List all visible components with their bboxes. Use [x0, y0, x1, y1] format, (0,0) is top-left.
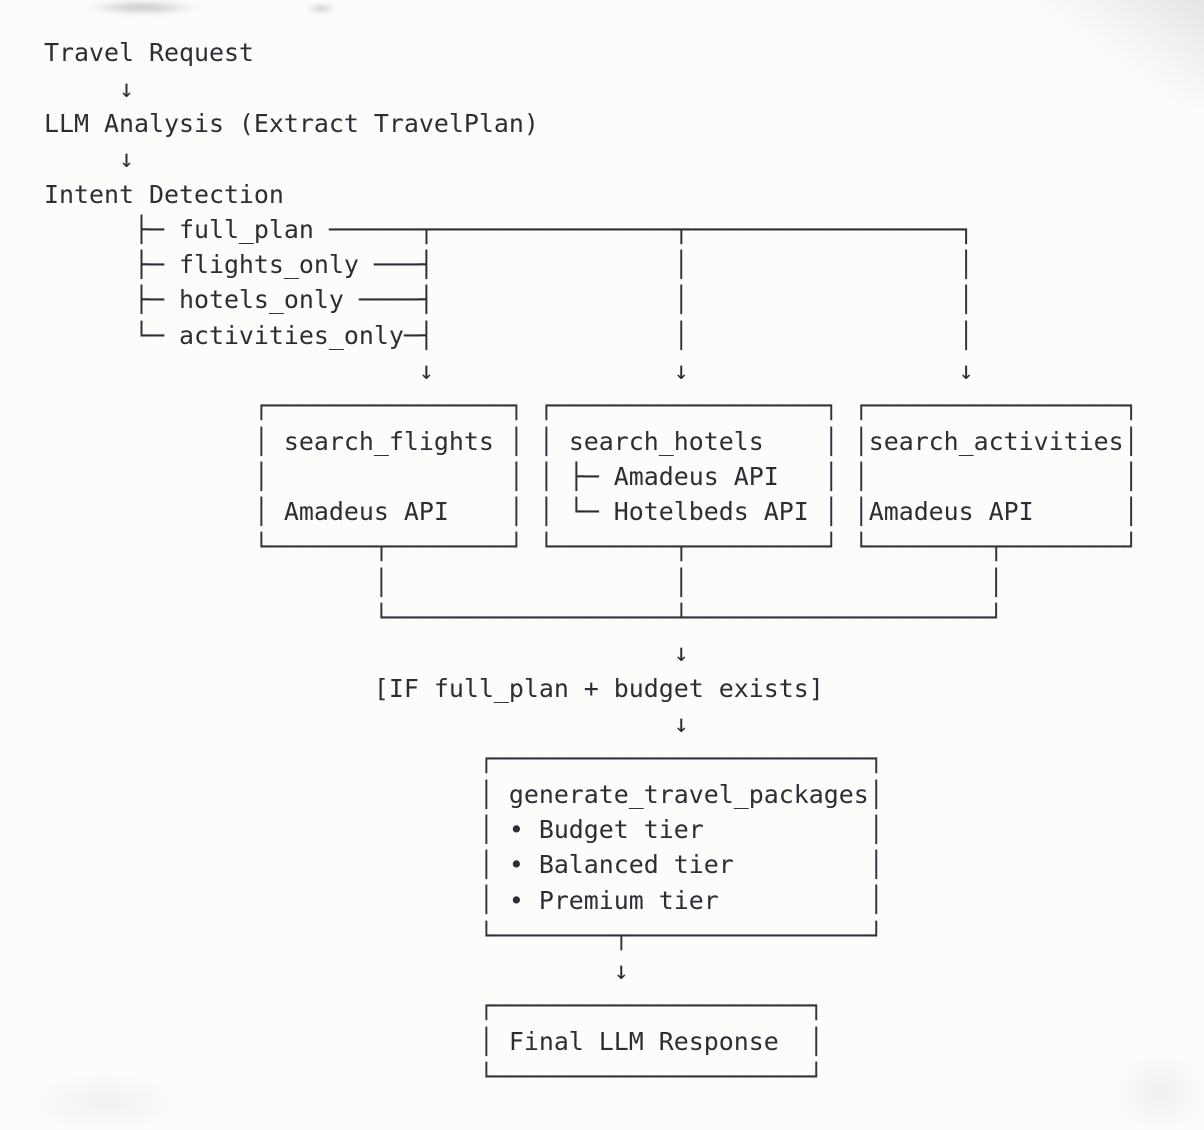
intent-branch-full-plan: ├─ full_plan ──────┬────────────────┬───…	[133, 214, 974, 244]
final-response-title: Final LLM Response	[508, 1026, 779, 1056]
search-hotels-api-hotelbeds: └─ Hotelbeds API	[568, 497, 809, 527]
converge-connector: └───────────────────┴───────────────────…	[373, 603, 1004, 633]
connector-drop-left: │	[373, 567, 389, 597]
generate-packages-box-frame: ┌─────────────────────────┐ │ │ │ │ │ │ …	[478, 744, 884, 950]
connector-vertical-right: │ │ │	[958, 250, 974, 350]
intent-branch-activities-only: └─ activities_only─┤	[133, 320, 434, 350]
search-flights-api-label: Amadeus API	[283, 497, 449, 527]
tier-premium-item: • Premium tier	[508, 885, 719, 915]
down-arrow-icon: ↓	[673, 709, 689, 738]
connector-vertical-middle: │ │ │	[673, 250, 689, 350]
search-hotels-title: search_hotels	[568, 426, 764, 456]
tier-budget-item: • Budget tier	[508, 814, 704, 844]
intent-branch-hotels-only: ├─ hotels_only ────┤	[133, 285, 434, 315]
search-activities-api-label: Amadeus API	[868, 497, 1034, 527]
connector-drop-middle: │	[673, 567, 689, 597]
search-hotels-api-amadeus: ├─ Amadeus API	[568, 461, 779, 491]
search-flights-box-frame: ┌────────────────┐ │ │ │ │ │ │ └───────┬…	[253, 391, 524, 562]
search-hotels-box-frame: ┌──────────────────┐ │ │ │ │ │ │ └──────…	[538, 391, 839, 562]
intent-branch-flights-only: ├─ flights_only ───┤	[133, 250, 434, 280]
intent-detection-label: Intent Detection	[44, 179, 284, 209]
down-arrow-icon: ↓	[673, 638, 689, 668]
down-arrow-icon: ↓	[673, 356, 689, 385]
down-arrow-icon: ↓	[613, 956, 629, 986]
llm-analysis-label: LLM Analysis (Extract TravelPlan)	[44, 108, 539, 138]
search-activities-title: search_activities	[868, 426, 1124, 456]
generate-packages-title: generate_travel_packages	[508, 779, 869, 809]
search-activities-box-frame: ┌─────────────────┐ │ │ │ │ │ │ └───────…	[853, 391, 1139, 562]
condition-label: [IF full_plan + budget exists]	[373, 673, 824, 703]
down-arrow-icon: ↓	[118, 144, 134, 174]
down-arrow-icon: ↓	[118, 73, 134, 103]
final-response-box-frame: ┌─────────────────────┐ │ │ └───────────…	[478, 991, 824, 1091]
down-arrow-icon: ↓	[958, 356, 974, 385]
connector-drop-right: │	[988, 567, 1004, 597]
search-flights-title: search_flights	[283, 426, 494, 456]
travel-request-label: Travel Request	[44, 38, 254, 68]
tier-balanced-item: • Balanced tier	[508, 850, 734, 880]
down-arrow-icon: ↓	[418, 356, 434, 385]
